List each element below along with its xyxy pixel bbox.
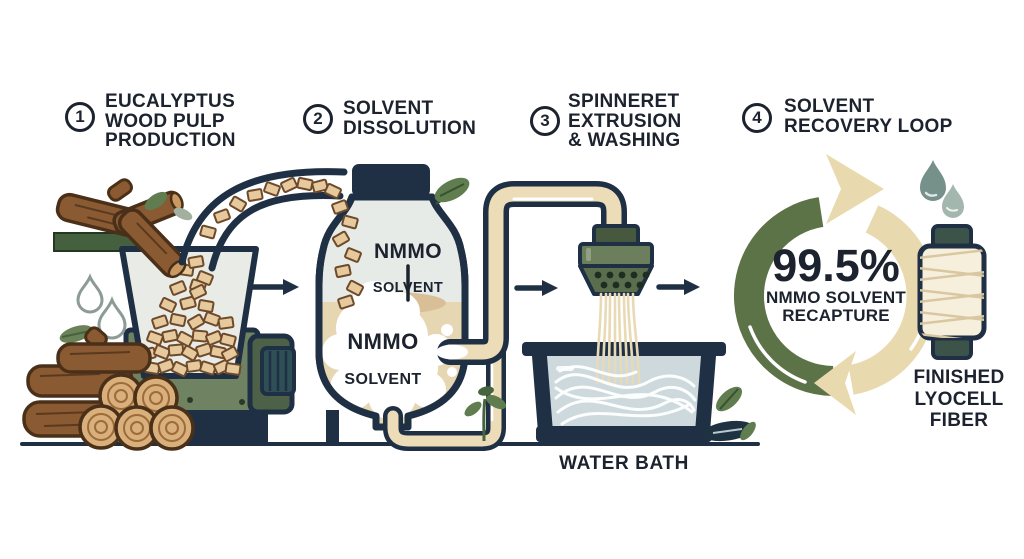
- recovery-loop-stat: 99.5% NMMO SOLVENT RECAPTURE: [746, 243, 926, 324]
- step-3-number-badge: 3: [530, 106, 560, 136]
- thread-lines: [920, 248, 984, 338]
- leaf-icon: [702, 386, 756, 442]
- step-2-number-badge: 2: [303, 104, 333, 134]
- spinneret-holes: [594, 271, 650, 289]
- spinneret: [578, 224, 654, 296]
- step-3-number: 3: [540, 111, 550, 130]
- step-4-title: SOLVENT RECOVERY LOOP: [784, 96, 953, 137]
- loop-green-arc: [733, 197, 834, 396]
- flow-arrow-icon: [514, 280, 558, 296]
- flow-arrow-icon: [656, 279, 700, 295]
- motor-ribs: [260, 346, 296, 396]
- step-2-title: SOLVENT DISSOLUTION: [343, 98, 477, 139]
- vessel-liquid-line1: NMMO: [347, 329, 419, 354]
- recapture-percent: 99.5%: [772, 240, 900, 291]
- water-droplet-icon: [920, 160, 964, 218]
- water-bath-label: WATER BATH: [559, 453, 689, 474]
- step-1-number-badge: 1: [65, 102, 95, 132]
- leaf-icon: [434, 177, 470, 206]
- chip-chute: [178, 168, 348, 301]
- feed-logs: [55, 178, 187, 279]
- vessel-callout-line1: NMMO: [373, 240, 443, 263]
- log-end: [78, 373, 195, 451]
- vessel-cap: [352, 164, 430, 197]
- vessel-callout-label: NMMO SOLVENT: [345, 223, 471, 314]
- flow-arrow-icon: [249, 279, 299, 295]
- leaf-icon: [144, 191, 193, 221]
- sprout-plant-icon: [464, 386, 507, 442]
- vessel-liquid-line2: SOLVENT: [344, 371, 422, 388]
- finished-fiber-label: FINISHED LYOCELL FIBER: [913, 367, 1005, 431]
- step-2-number: 2: [313, 109, 323, 128]
- step-1-title: EUCALYPTUS WOOD PULP PRODUCTION: [105, 91, 236, 151]
- loop-arrowhead-top: [826, 154, 884, 224]
- vessel-leg: [326, 410, 339, 444]
- recapture-caption-line2: RECAPTURE: [782, 305, 890, 325]
- recapture-caption-line1: NMMO SOLVENT: [766, 288, 906, 307]
- log-pile: [22, 326, 195, 451]
- step-4-number: 4: [752, 108, 762, 127]
- water-bath-tank: [522, 342, 726, 442]
- vessel-liquid-label: NMMO SOLVENT: [320, 313, 446, 406]
- water-droplet-icon: [76, 273, 127, 340]
- loop-arrowhead-bottom: [814, 351, 856, 415]
- vessel-callout-line2: SOLVENT: [372, 280, 444, 296]
- water-swirls: [554, 365, 697, 426]
- leaf-icon: [59, 325, 93, 343]
- bath-water: [547, 356, 701, 428]
- step-4-number-badge: 4: [742, 103, 772, 133]
- solvent-pipe: [436, 181, 627, 365]
- dissolution-vessel: [315, 164, 469, 444]
- step-3-title: SPINNERET EXTRUSION & WASHING: [568, 91, 682, 151]
- fiber-spool: [917, 224, 987, 360]
- step-1-number: 1: [75, 107, 85, 126]
